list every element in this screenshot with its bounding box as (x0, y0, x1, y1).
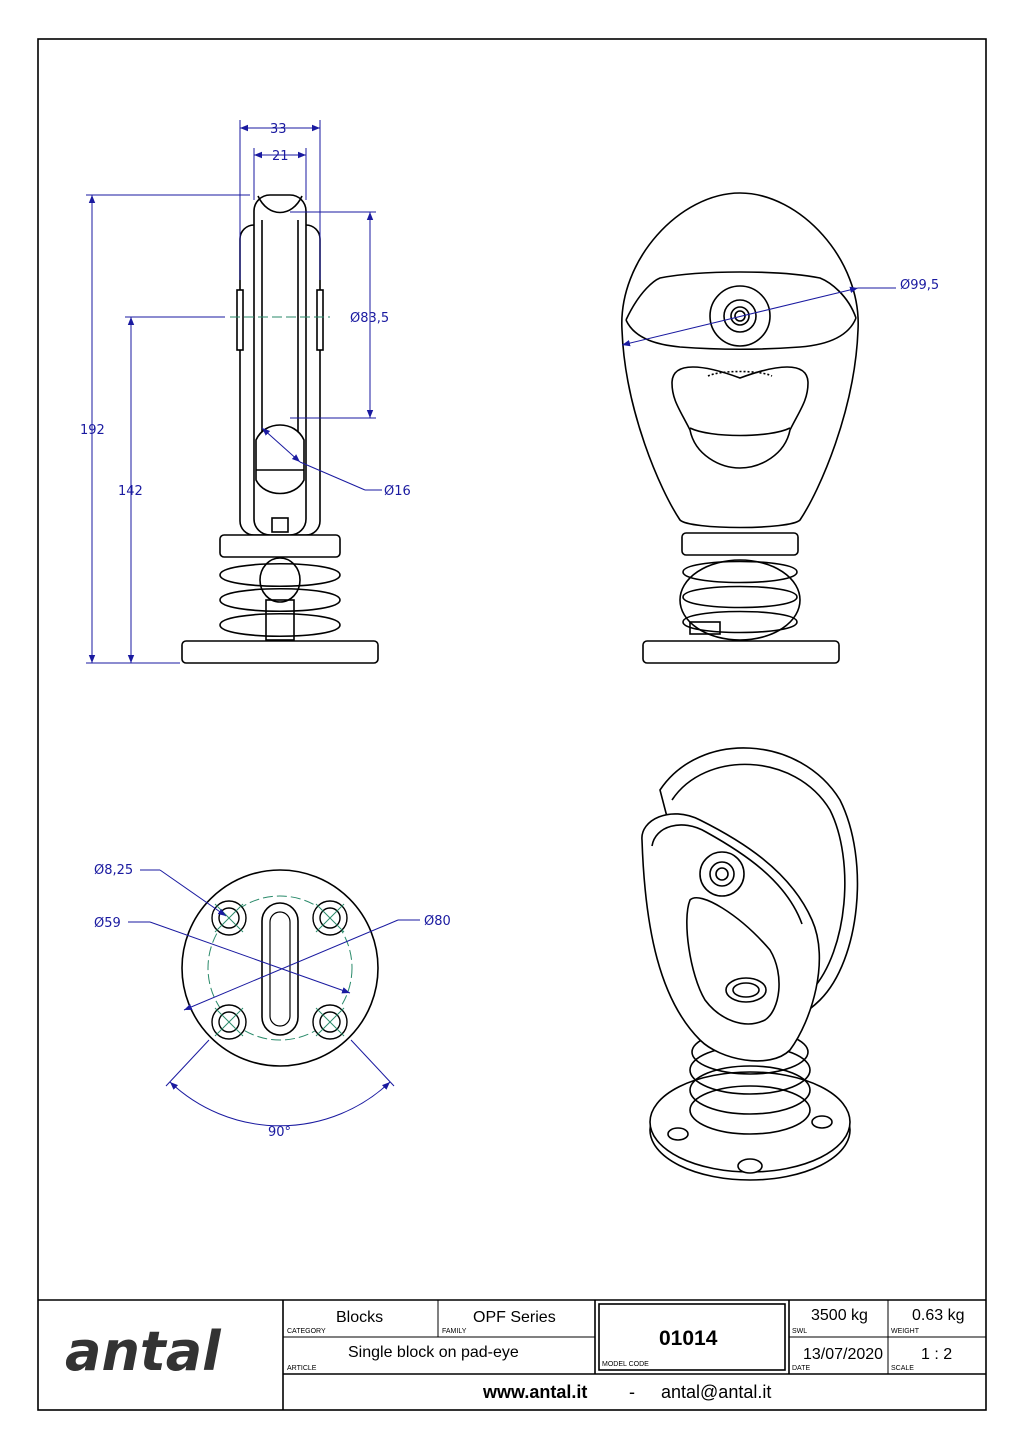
antal-logo: antal (65, 1320, 222, 1383)
model-code-caption: MODEL CODE (602, 1361, 649, 1368)
base-view-dimensions (128, 869, 420, 1127)
side-view-dimensions (86, 120, 382, 664)
dim-side-diameter: Ø99,5 (900, 278, 939, 293)
website-link[interactable]: www.antal.it (482, 1382, 587, 1402)
footer-separator: - (629, 1382, 635, 1402)
article-caption: ARTICLE (287, 1365, 317, 1372)
dim-base-diameter: Ø80 (424, 914, 451, 929)
dim-33: 33 (270, 122, 287, 137)
swl-value: 3500 kg (811, 1307, 868, 1324)
scale-value: 1 : 2 (921, 1346, 952, 1363)
scale-caption: SCALE (891, 1365, 914, 1372)
dim-192: 192 (80, 423, 105, 438)
dim-bolt-hole-diameter: Ø8,25 (94, 863, 133, 878)
dim-sheave-diameter: Ø83,5 (350, 311, 389, 326)
front-view (621, 192, 859, 664)
article-value: Single block on pad-eye (348, 1344, 519, 1361)
side-view (181, 194, 379, 664)
dim-hole-diameter: Ø16 (384, 484, 411, 499)
sheet-border (37, 38, 987, 1411)
model-code-value: 01014 (659, 1327, 718, 1350)
isometric-view (641, 747, 859, 1181)
swl-caption: SWL (792, 1328, 807, 1335)
category-caption: CATEGORY (287, 1328, 326, 1335)
dim-142: 142 (118, 484, 143, 499)
dim-bolt-circle-diameter: Ø59 (94, 916, 121, 931)
title-block (38, 1299, 986, 1410)
date-value: 13/07/2020 (803, 1346, 883, 1363)
family-caption: FAMILY (442, 1328, 467, 1335)
dim-21: 21 (272, 149, 289, 164)
family-value: OPF Series (473, 1309, 556, 1326)
weight-value: 0.63 kg (912, 1307, 964, 1324)
email-link[interactable]: antal@antal.it (661, 1382, 771, 1402)
date-caption: DATE (792, 1365, 810, 1372)
dim-angle: 90° (268, 1125, 291, 1140)
front-view-dimensions (621, 286, 896, 347)
weight-caption: WEIGHT (891, 1328, 920, 1335)
category-value: Blocks (336, 1309, 383, 1326)
